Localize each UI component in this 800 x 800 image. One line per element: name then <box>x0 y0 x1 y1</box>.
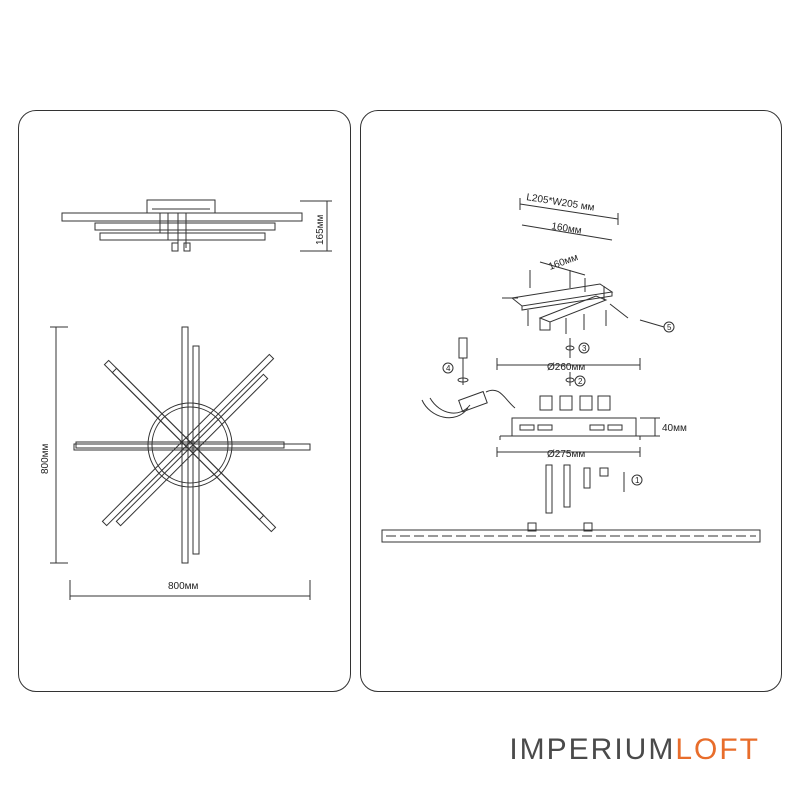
mount-a-label: 160мм <box>551 221 583 237</box>
step-4-label: 4 <box>446 364 451 373</box>
brand-logo-part2: LOFT <box>675 733 760 766</box>
connector-assembly <box>421 337 586 419</box>
mounting-bracket <box>502 270 675 334</box>
top-view <box>50 326 311 600</box>
height-label: 165мм <box>315 214 326 245</box>
light-bars <box>545 464 643 514</box>
screw-assembly <box>565 338 590 358</box>
base-dim-label: Ø275мм <box>547 449 585 460</box>
mount-b-label: 160мм <box>547 252 579 273</box>
mount-plate-dims <box>519 198 619 276</box>
left-panel <box>18 110 351 692</box>
step-3-label: 3 <box>582 344 587 353</box>
long-light-bar <box>381 522 761 543</box>
base-box <box>496 417 660 457</box>
brand-logo: IMPERIUMLOFT <box>0 733 760 767</box>
clips <box>539 395 611 411</box>
step-1-label: 1 <box>635 476 640 485</box>
step-5-label: 5 <box>667 323 672 332</box>
step-2-label: 2 <box>578 377 583 386</box>
diameter-v-label: 800мм <box>40 443 51 474</box>
brand-logo-part1: IMPERIUM <box>509 733 676 766</box>
ring-dim <box>496 358 641 370</box>
depth-label: 40мм <box>662 423 687 434</box>
diameter-h-label: 800мм <box>168 581 199 592</box>
right-panel <box>360 110 782 692</box>
side-view <box>61 199 332 252</box>
ring-dim-label: Ø260мм <box>547 362 585 373</box>
